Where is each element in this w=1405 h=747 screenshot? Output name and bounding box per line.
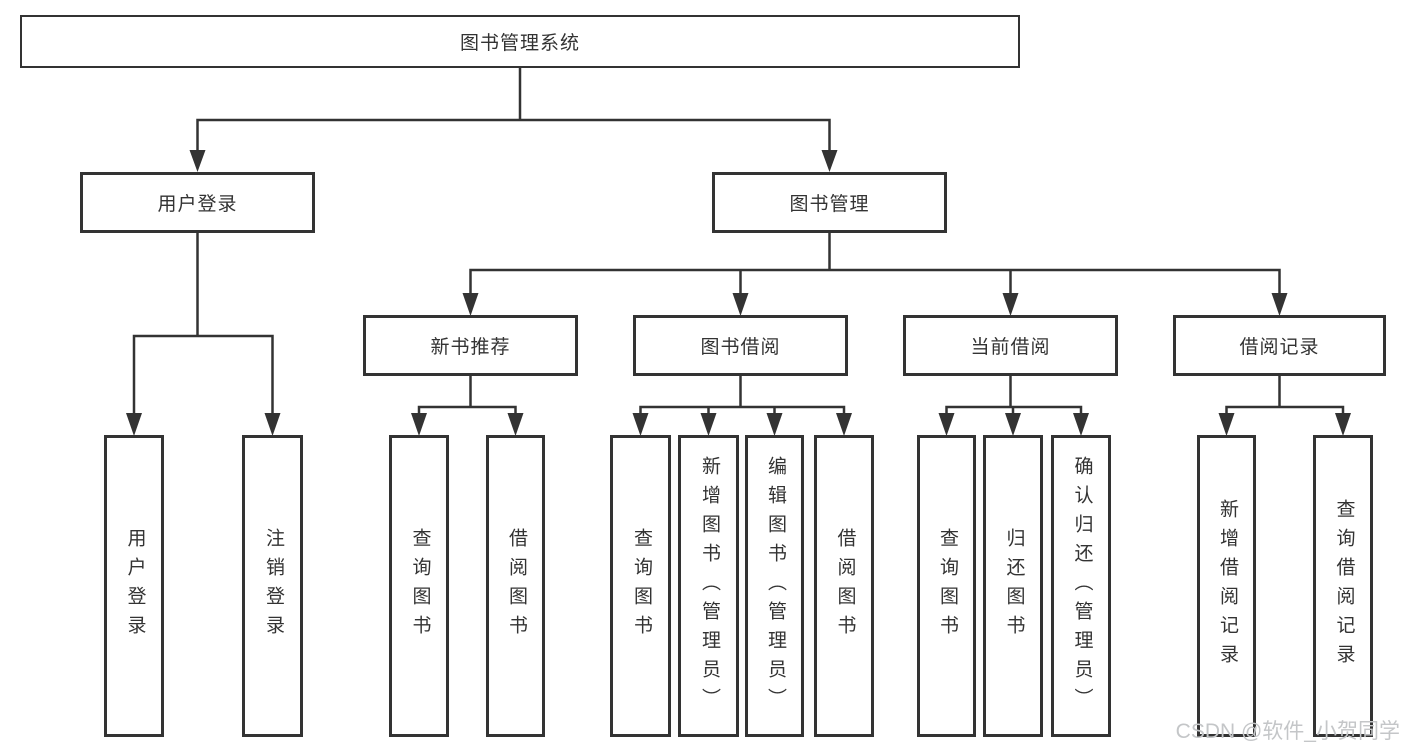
node-book-borrowing: 图书借阅 xyxy=(633,315,848,376)
leaf-label: 借阅图书 xyxy=(834,528,856,644)
node-user-login: 用户登录 xyxy=(80,172,315,233)
node-label: 当前借阅 xyxy=(970,337,1051,358)
leaf-label: 用户登录 xyxy=(124,528,146,644)
leaf-add-book-admin: 新增图书（管理员） xyxy=(678,435,739,737)
arrowheads xyxy=(126,150,1351,436)
leaf-label: 查询图书 xyxy=(936,528,958,644)
node-borrowing-records: 借阅记录 xyxy=(1173,315,1386,376)
leaf-borrow-books: 借阅图书 xyxy=(814,435,874,737)
leaf-label: 查询借阅记录 xyxy=(1333,499,1355,673)
leaf-query-books-borrow: 查询图书 xyxy=(610,435,671,737)
node-book-management: 图书管理 xyxy=(712,172,947,233)
leaf-confirm-return-admin: 确认归还（管理员） xyxy=(1051,435,1111,737)
leaf-edit-book-admin: 编辑图书（管理员） xyxy=(745,435,804,737)
leaf-query-books-current: 查询图书 xyxy=(917,435,976,737)
leaf-label: 确认归还（管理员） xyxy=(1071,455,1093,717)
leaf-return-books: 归还图书 xyxy=(983,435,1043,737)
node-label: 图书管理系统 xyxy=(459,33,580,54)
leaf-borrow-books-recommend: 借阅图书 xyxy=(486,435,545,737)
node-library-management-system: 图书管理系统 xyxy=(20,15,1020,68)
leaf-user-login: 用户登录 xyxy=(104,435,164,737)
leaf-add-borrow-record: 新增借阅记录 xyxy=(1197,435,1256,737)
node-label: 图书借阅 xyxy=(700,337,781,358)
node-new-book-recommendation: 新书推荐 xyxy=(363,315,578,376)
node-label: 借阅记录 xyxy=(1239,337,1320,358)
leaf-label: 注销登录 xyxy=(262,528,284,644)
leaf-query-books-recommend: 查询图书 xyxy=(389,435,449,737)
leaf-label: 借阅图书 xyxy=(505,528,527,644)
node-label: 新书推荐 xyxy=(430,337,511,358)
leaf-label: 归还图书 xyxy=(1003,528,1025,644)
leaf-label: 新增借阅记录 xyxy=(1216,499,1238,673)
node-current-borrowing: 当前借阅 xyxy=(903,315,1118,376)
leaf-label: 查询图书 xyxy=(409,528,431,644)
leaf-query-borrow-record: 查询借阅记录 xyxy=(1313,435,1373,737)
node-label: 图书管理 xyxy=(789,194,870,215)
leaf-label: 新增图书（管理员） xyxy=(698,455,720,717)
leaf-label: 查询图书 xyxy=(630,528,652,644)
leaf-logout: 注销登录 xyxy=(242,435,303,737)
csdn-watermark: CSDN @软件_小贺同学 xyxy=(1175,720,1400,743)
leaf-label: 编辑图书（管理员） xyxy=(764,455,786,717)
node-label: 用户登录 xyxy=(157,194,238,215)
